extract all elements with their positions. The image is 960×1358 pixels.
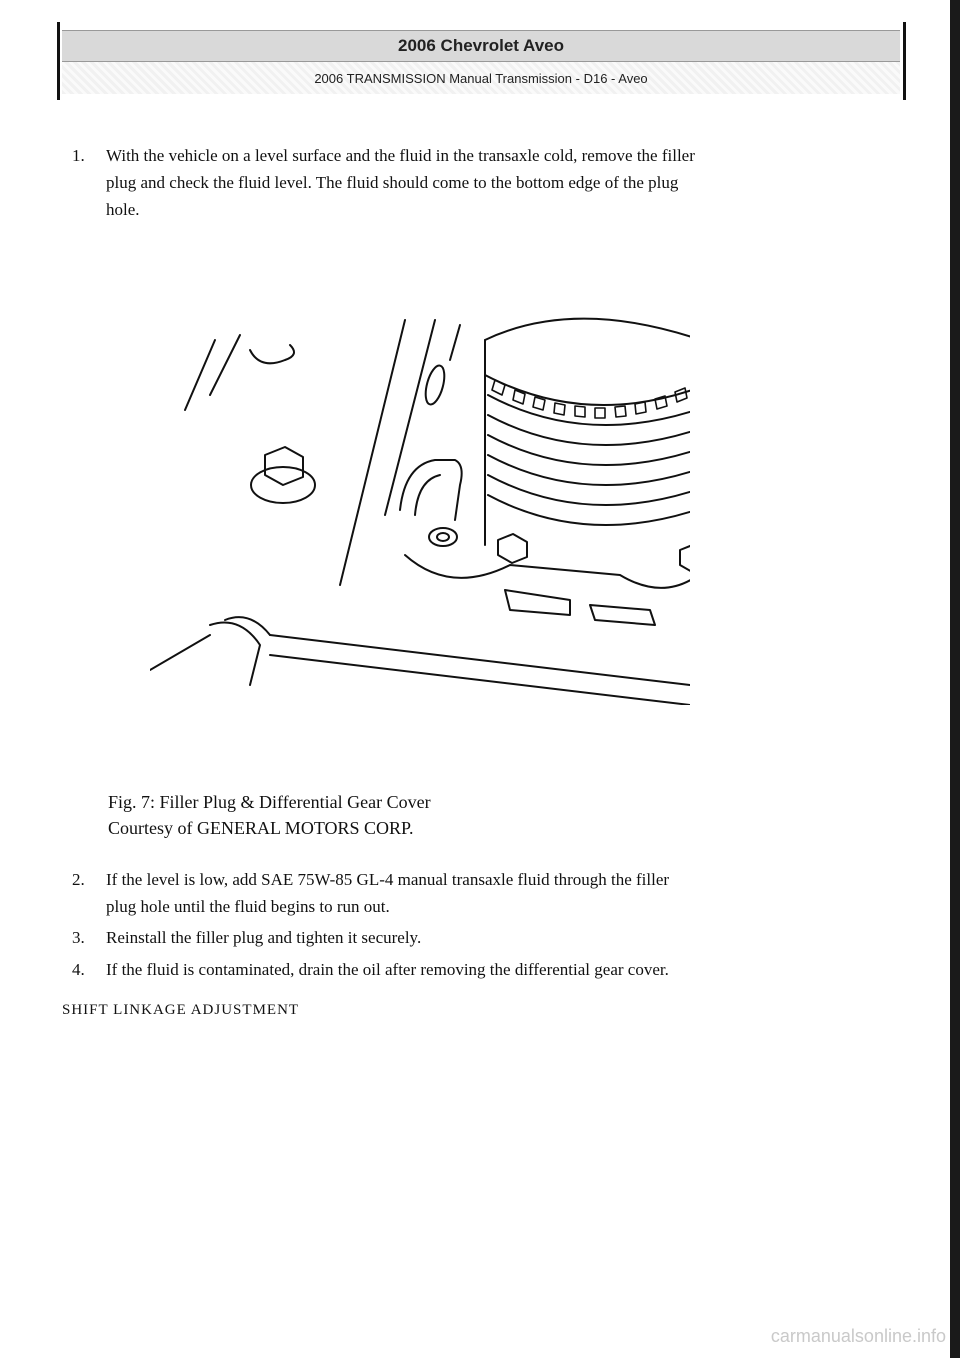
step-4-text: If the fluid is contaminated, drain the … <box>106 960 669 979</box>
header-subtitle: 2006 TRANSMISSION Manual Transmission - … <box>314 70 648 86</box>
bolt <box>679 544 690 572</box>
diagram-line <box>424 364 446 406</box>
gear-cover-rim <box>484 374 690 406</box>
diagram-line <box>269 634 690 686</box>
step-1-text: With the vehicle on a level surface and … <box>106 142 906 223</box>
bolt <box>497 533 528 564</box>
gear-cover-ridge <box>487 454 690 486</box>
step-2-text: If the level is low, add SAE 75W-85 GL-4… <box>106 866 906 920</box>
step-1-line-1: With the vehicle on a level surface and … <box>106 146 695 165</box>
gear-cover-ridge <box>487 414 690 446</box>
step-2-number: 2. <box>72 870 85 889</box>
gear-cover-ridge <box>487 394 690 426</box>
diagram-line <box>504 589 571 616</box>
gear-cover-ridge <box>487 494 690 526</box>
gear-cover-ridge <box>487 434 690 466</box>
step-2-line-2: plug hole until the fluid begins to run … <box>106 897 390 916</box>
header-subtitle-bar: 2006 TRANSMISSION Manual Transmission - … <box>62 62 900 94</box>
filler-plug <box>399 459 463 547</box>
gear-cover-top <box>484 317 690 341</box>
step-4-number: 4. <box>72 960 85 979</box>
diagram-line <box>384 319 436 516</box>
header-title-bar: 2006 Chevrolet Aveo <box>62 30 900 62</box>
filler-plug-diagram <box>150 317 690 705</box>
figure-credit: Courtesy of GENERAL MOTORS CORP. <box>108 818 414 838</box>
bolt <box>250 446 316 504</box>
axle-tube <box>209 621 261 686</box>
diagram-line <box>589 604 656 626</box>
step-2-line-1: If the level is low, add SAE 75W-85 GL-4… <box>106 870 670 889</box>
diagram-line <box>150 634 211 671</box>
diagram-line <box>209 334 241 396</box>
diagram-line <box>404 554 690 589</box>
diagram-line <box>269 654 690 705</box>
diagram-line <box>184 339 216 411</box>
page-edge-bar <box>950 0 960 1358</box>
diagram-line <box>249 344 295 365</box>
header-title: 2006 Chevrolet Aveo <box>398 36 564 55</box>
watermark: carmanualsonline.info <box>770 1326 946 1346</box>
step-1-line-2: plug and check the fluid level. The flui… <box>106 173 679 192</box>
step-1-line-3: hole. <box>106 200 140 219</box>
figure-caption: Fig. 7: Filler Plug & Differential Gear … <box>108 792 431 812</box>
axle-tube <box>224 616 271 636</box>
section-heading: SHIFT LINKAGE ADJUSTMENT <box>62 1002 300 1018</box>
step-1-number: 1. <box>72 146 85 165</box>
diagram-line <box>339 319 406 586</box>
step-3-number: 3. <box>72 928 85 947</box>
header-rule-left <box>57 22 60 100</box>
diagram-line <box>449 324 461 361</box>
header-rule-right <box>903 22 906 100</box>
step-3-text: Reinstall the filler plug and tighten it… <box>106 928 422 947</box>
gear-cover-ridge <box>487 474 690 506</box>
